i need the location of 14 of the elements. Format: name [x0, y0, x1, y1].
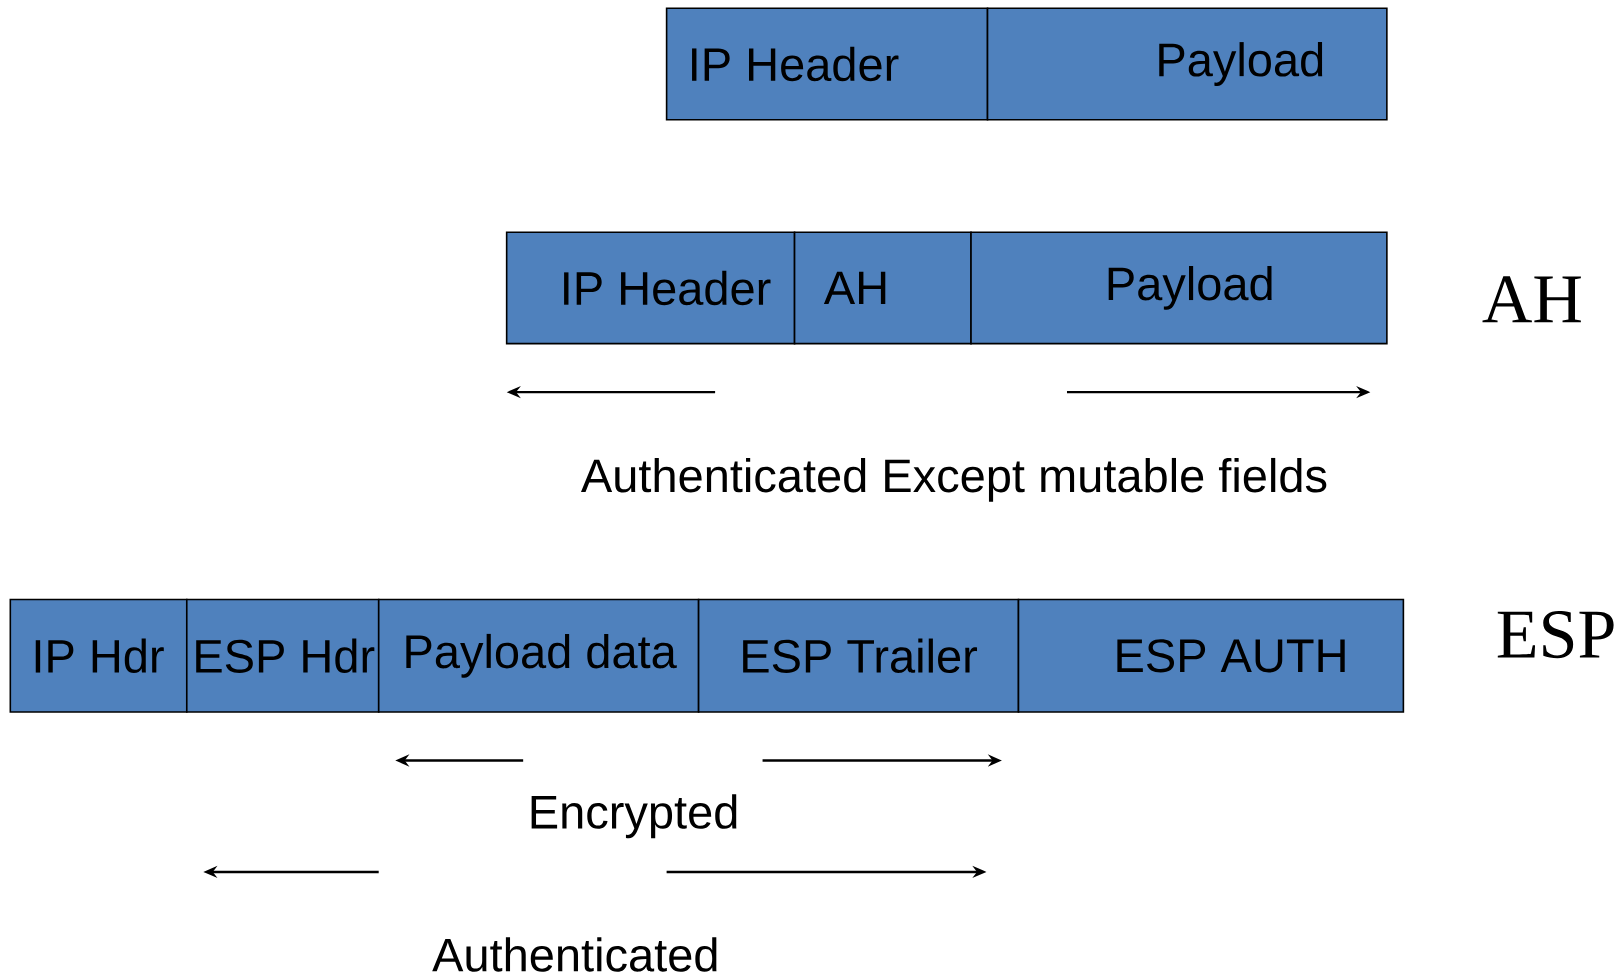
range-label: Authenticated Except mutable fields: [581, 457, 1327, 502]
packet-field: Payload: [986, 7, 1388, 121]
packet-field: ESP AUTH: [1017, 598, 1405, 713]
packet-field: IP Header: [665, 7, 989, 121]
range-label: Encrypted: [531, 794, 737, 838]
packet-field: IP Hdr: [9, 598, 188, 713]
packet-field: ESP Trailer: [697, 598, 1020, 713]
protocol-label: ESP: [1497, 610, 1614, 658]
protocol-label: AH: [1482, 276, 1581, 323]
packet-field: AH: [793, 231, 972, 345]
packet-field: Payload data: [377, 598, 700, 713]
range-label: Authenticated: [432, 937, 717, 972]
packet-field: ESP Hdr: [186, 598, 380, 713]
packet-field: IP Header: [505, 231, 796, 345]
